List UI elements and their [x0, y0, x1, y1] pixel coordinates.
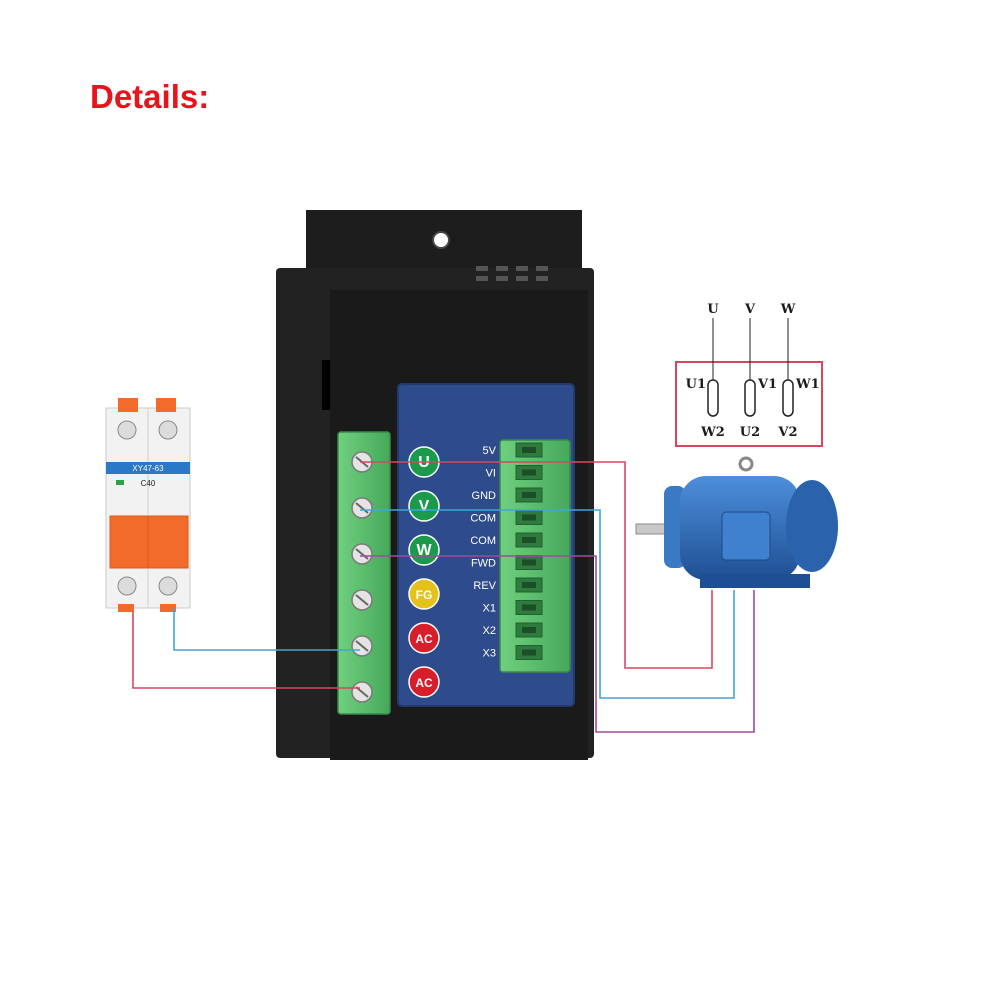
circuit-breaker: XY47-63 C40 — [105, 398, 191, 612]
signal-slot-hole — [522, 447, 536, 453]
signal-slot-hole — [522, 492, 536, 498]
signal-label: GND — [472, 490, 497, 502]
wire-purple-w — [360, 555, 755, 733]
screw-slot — [355, 548, 369, 560]
winding-1 — [707, 379, 719, 417]
label-w1: W1 — [795, 377, 820, 392]
breaker-top-screw-right — [158, 420, 178, 440]
vent-slots — [476, 266, 548, 281]
badge-label: AC — [415, 676, 433, 690]
badge-label: AC — [415, 632, 433, 646]
power-screws — [351, 451, 373, 703]
badge-label: FG — [416, 588, 433, 602]
wire-blue-ac-breaker — [173, 608, 360, 651]
wire-red-u — [360, 461, 713, 669]
v-badge-icon — [408, 490, 440, 522]
label-u: U — [707, 302, 719, 317]
signal-slot-hole — [522, 559, 536, 566]
ac-motor — [635, 456, 838, 588]
signal-slot-hole — [522, 514, 536, 521]
signal-slot-hole — [522, 537, 536, 543]
label-u1: U1 — [686, 377, 706, 392]
badge-label: V — [419, 498, 430, 515]
signal-terminal-slots — [515, 442, 543, 660]
label-v2: V2 — [777, 425, 797, 440]
label-v: V — [744, 302, 756, 317]
motor-feet — [700, 574, 810, 588]
screw-slot — [355, 502, 369, 514]
signal-label: X3 — [483, 648, 496, 660]
breaker-bottom-screw-left — [117, 576, 137, 596]
w-badge-icon — [408, 534, 440, 566]
wires — [132, 461, 755, 733]
page-title: Details: — [90, 78, 210, 115]
signal-label: X1 — [483, 603, 496, 615]
signal-slot-hole — [522, 582, 536, 588]
breaker-label-strip — [106, 462, 190, 474]
badge-label: W — [416, 542, 432, 559]
label-u2: U2 — [740, 425, 760, 440]
breaker-tab-left — [118, 398, 138, 412]
side-slot — [322, 360, 330, 410]
signal-slot-hole — [522, 649, 536, 656]
signal-label: COM — [470, 535, 496, 547]
lifting-eye-icon — [738, 456, 754, 472]
breaker-tab-right — [156, 398, 176, 412]
screw-slot — [355, 594, 369, 606]
motor-terminal-box — [721, 511, 771, 561]
wire-red-ac-breaker — [132, 612, 360, 689]
ac-input-icon — [408, 666, 440, 698]
signal-slot-hole — [522, 627, 536, 633]
signal-label: VI — [486, 468, 496, 480]
label-w: W — [780, 302, 796, 317]
winding-connection-diagram: U V W U1 V1 W1 W2 U2 V2 — [675, 302, 823, 447]
screw-slot — [355, 640, 369, 652]
wire-blue-v — [360, 509, 735, 699]
signal-slot-hole — [522, 469, 536, 476]
signal-slot-hole — [522, 604, 536, 611]
signal-label: REV — [473, 580, 496, 592]
motor-fan-cover — [786, 480, 838, 572]
label-w2: W2 — [700, 425, 725, 440]
signal-label: FWD — [471, 558, 496, 570]
breaker-top-screw-left — [117, 420, 137, 440]
breaker-switch — [109, 515, 189, 569]
signal-label: X2 — [483, 625, 496, 637]
mounting-hole — [432, 231, 450, 249]
ac-input-icon — [408, 622, 440, 654]
breaker-indicator — [116, 480, 124, 485]
signal-label: 5V — [483, 445, 497, 457]
label-v1: V1 — [757, 377, 777, 392]
breaker-model: XY47-63 — [132, 464, 164, 473]
signal-label: COM — [470, 513, 496, 525]
winding-3 — [782, 379, 794, 417]
ground-icon — [408, 578, 440, 610]
power-terminal-block — [337, 431, 391, 715]
breaker-bottom-screw-right — [158, 576, 178, 596]
breaker-rating: C40 — [141, 479, 156, 488]
winding-2 — [744, 379, 756, 417]
